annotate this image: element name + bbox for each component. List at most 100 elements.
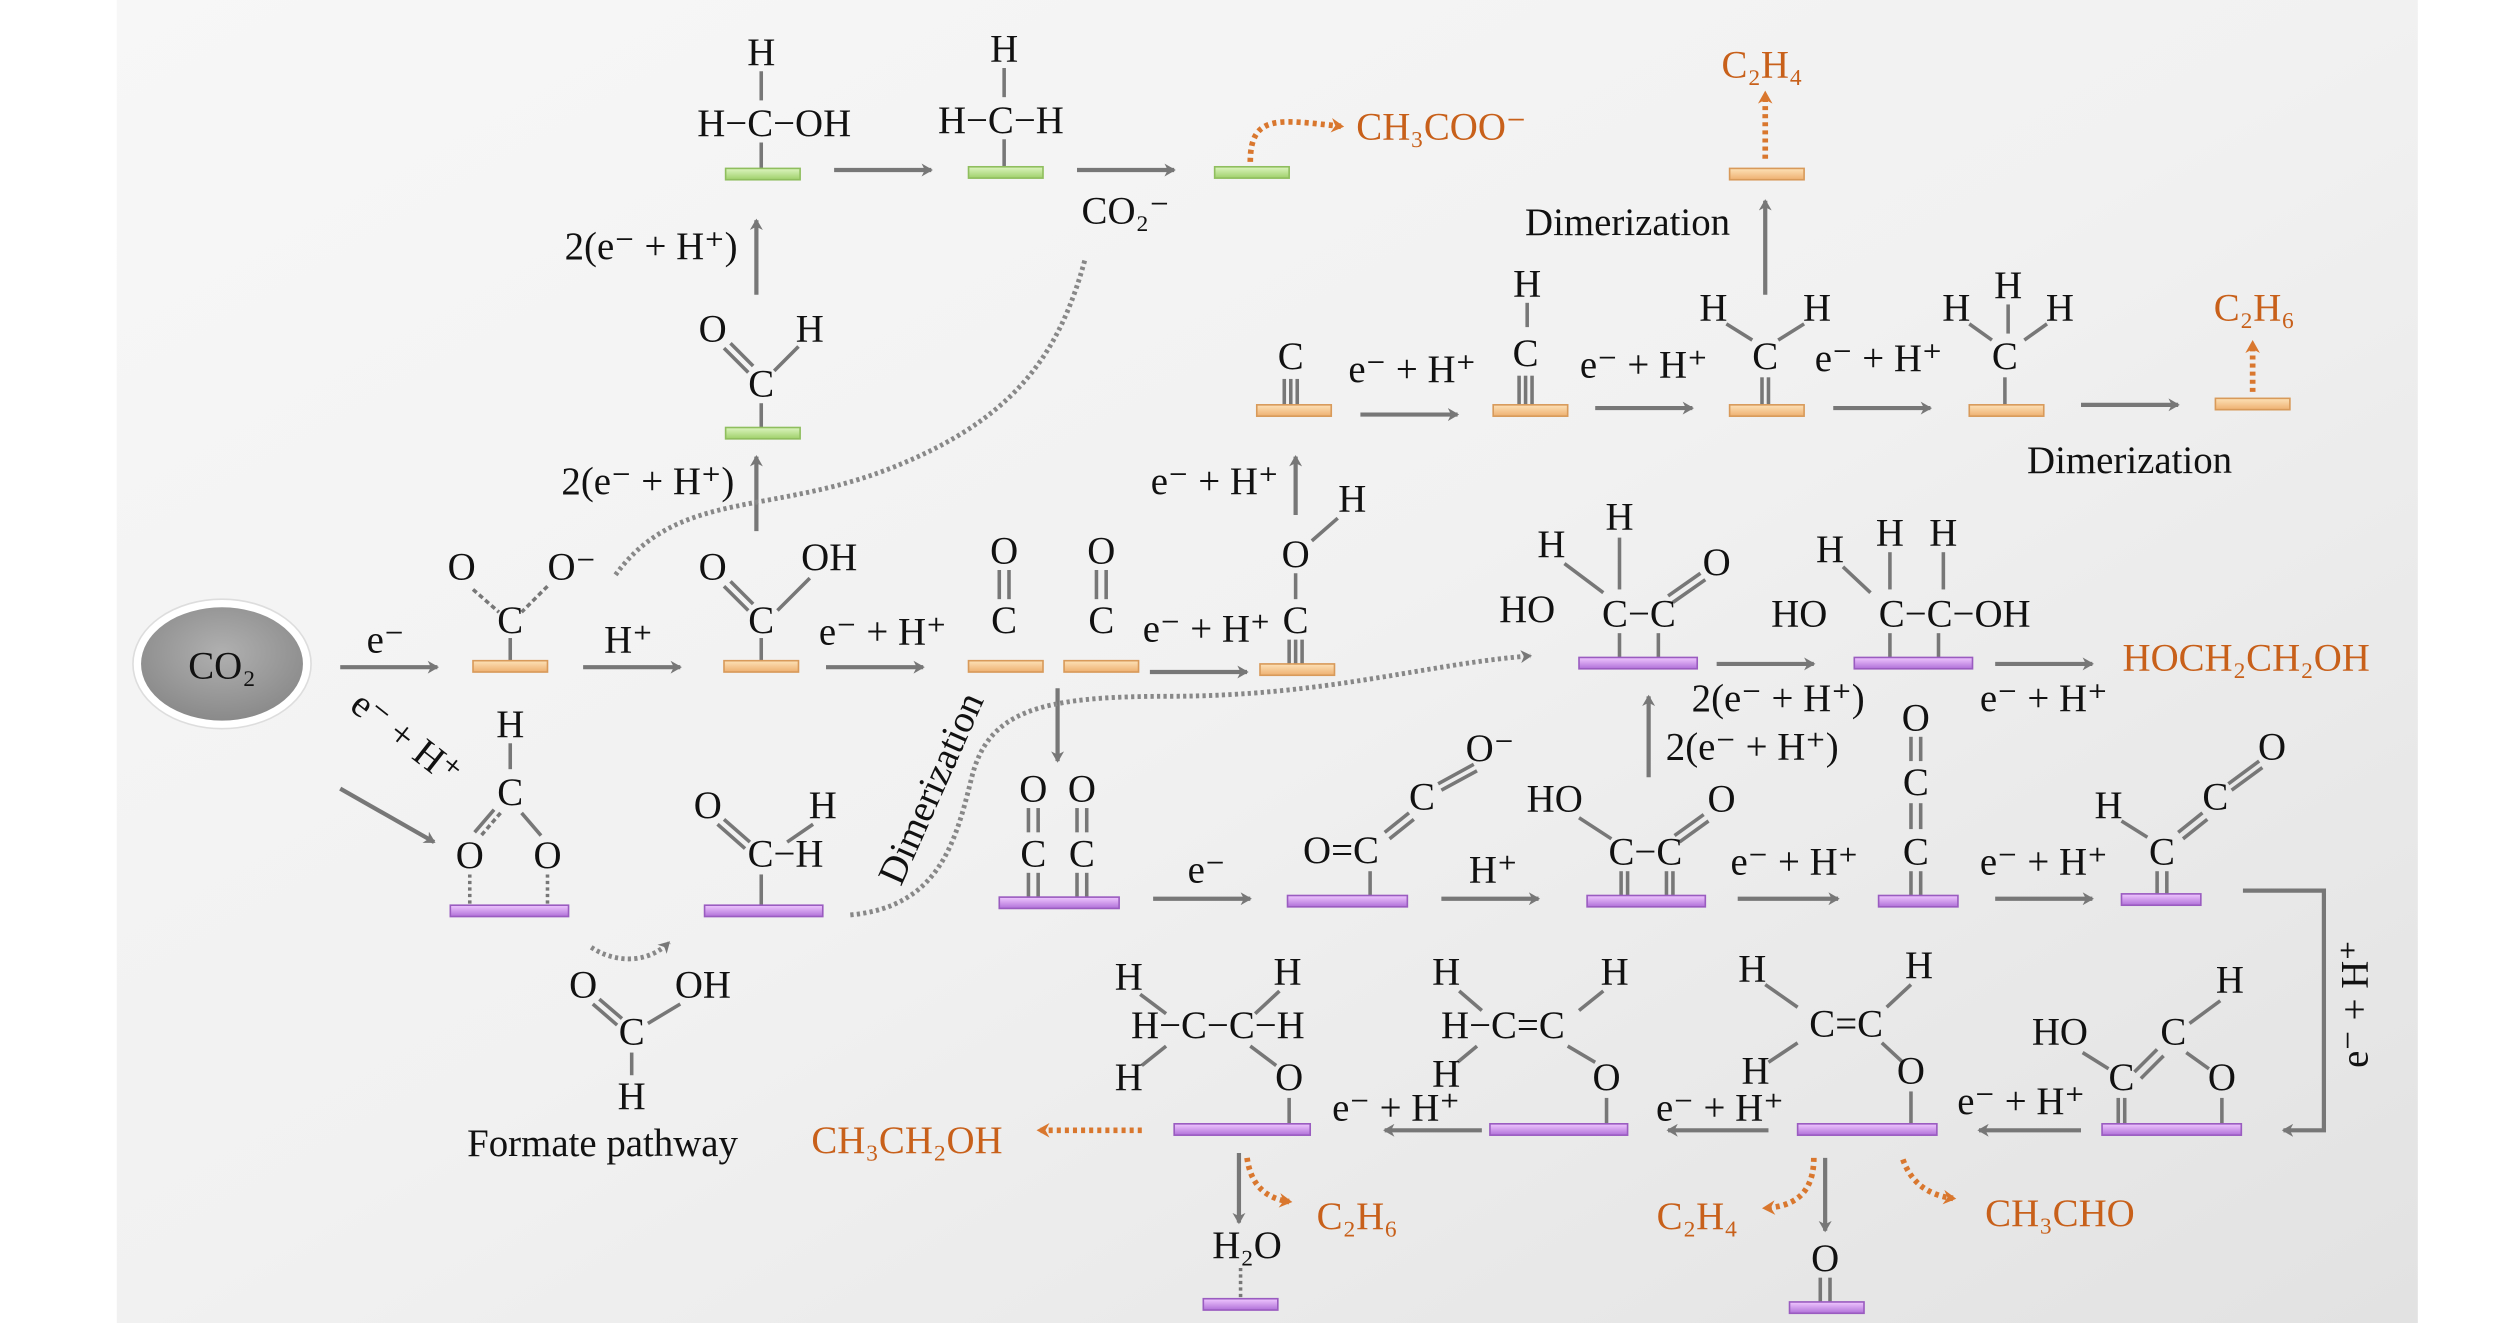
atom-h: H xyxy=(618,1075,646,1118)
atom-c: C xyxy=(1088,599,1114,642)
step-label: 2(e⁻ + H⁺) xyxy=(561,460,734,503)
atom-o: O xyxy=(2258,725,2286,768)
water-molecule: H₂O xyxy=(1212,1224,1282,1267)
product-c2h4: C₂H₄ xyxy=(1657,1195,1738,1238)
atom-o: O xyxy=(1707,777,1735,820)
atom-group: C−C xyxy=(1602,593,1676,636)
atom-ho: HO xyxy=(1771,593,1827,636)
product-arrow xyxy=(1247,118,1345,162)
purple-surface-site xyxy=(2101,1123,2243,1136)
chcho-intermediate: H H C=C H O xyxy=(1738,944,1938,1136)
step-label: e⁻ + H⁺ xyxy=(1580,343,1708,386)
atom-c: C xyxy=(991,599,1017,642)
atom-group: C−H xyxy=(748,832,824,875)
atom-h: H xyxy=(809,784,837,827)
co2-start-node: CO₂ xyxy=(132,598,312,730)
atom-h: H xyxy=(1942,287,1970,330)
atom-group: H−C−H xyxy=(938,99,1064,142)
product-ethylene-glycol: HOCH₂CH₂OH xyxy=(2123,636,2370,679)
atom-oh: OH xyxy=(801,536,857,579)
elbow-arrow xyxy=(2242,888,2327,1137)
atom-o-minus: O⁻ xyxy=(547,546,596,589)
purple-surface-site xyxy=(703,904,824,918)
ch3cho-adsorbed-intermediate: H H H−C−C−H H O xyxy=(1115,951,1312,1136)
purple-surface-site xyxy=(1796,1123,1938,1136)
dotted-pathway-arrow xyxy=(613,258,1088,577)
step-label: e⁻ + H⁺ xyxy=(1656,1087,1784,1130)
orange-surface-site xyxy=(1728,167,1805,181)
step-label: e⁻ + H⁺ xyxy=(1957,1080,2085,1123)
hoch-cho-intermediate: H H O HO C−C xyxy=(1499,496,1731,670)
product-arrow xyxy=(1761,1157,1817,1215)
green-surface-site xyxy=(1213,165,1290,179)
step-label: e⁻ + H⁺ xyxy=(1980,840,2108,883)
atom-o: O xyxy=(1592,1056,1620,1099)
dimerization-label: Dimerization xyxy=(2027,439,2232,482)
purple-surface-site xyxy=(1578,656,1699,670)
atom-o: O xyxy=(1282,533,1310,576)
formic-acid-molecule: O OH C H xyxy=(569,964,731,1119)
atom-h: H xyxy=(1115,955,1143,998)
purple-surface-site xyxy=(1877,894,1959,908)
atom-c: C xyxy=(748,363,774,406)
atom-o: O xyxy=(2208,1056,2236,1099)
atom-c: C xyxy=(1513,332,1539,375)
atom-c: C xyxy=(2202,776,2228,819)
atom-c: C xyxy=(1069,832,1095,875)
orange-surface-site xyxy=(1968,404,2045,417)
atom-h: H xyxy=(1929,512,1957,555)
glycol-intermediate: H H H HO C−C−OH xyxy=(1771,512,2031,670)
atom-c: C xyxy=(2160,1010,2186,1053)
product-c2h6: C₂H₆ xyxy=(1317,1195,1398,1238)
atom-h: H xyxy=(1803,287,1831,330)
atom-group: C−C xyxy=(1609,831,1683,874)
atom-h: H xyxy=(1115,1056,1143,1099)
purple-surface-site xyxy=(1853,656,1974,670)
atom-o: O xyxy=(1087,530,1115,573)
purple-surface-site xyxy=(2120,893,2202,907)
step-label: 2(e⁻ + H⁺) xyxy=(1692,677,1865,720)
atom-ho: HO xyxy=(1527,777,1583,820)
atom-c: C xyxy=(1020,832,1046,875)
atom-h: H xyxy=(2094,784,2122,827)
cho-intermediate: O H C xyxy=(699,308,824,440)
atom-c: C xyxy=(1409,776,1435,819)
atom-h: H xyxy=(796,308,824,351)
orange-surface-site xyxy=(2214,397,2291,411)
orange-surface-site xyxy=(472,659,549,673)
atom-h: H xyxy=(990,28,1018,71)
ch2oh-intermediate: H H−C−OH xyxy=(697,31,851,181)
atom-h: H xyxy=(1816,528,1844,571)
ohcch-ring-intermediate: H HO C C O xyxy=(2032,959,2244,1136)
atom-group: H−C−OH xyxy=(697,102,851,145)
atom-o: O xyxy=(990,530,1018,573)
atom-group: H−C=C xyxy=(1441,1004,1565,1047)
step-label: 2(e⁻ + H⁺) xyxy=(565,225,738,268)
atom-ho: HO xyxy=(2032,1010,2088,1053)
atom-o-minus: O⁻ xyxy=(1466,727,1515,770)
green-surface-site xyxy=(724,167,801,181)
product-acetaldehyde: CH₃CHO xyxy=(1985,1192,2135,1235)
orange-surface-site xyxy=(1492,404,1569,417)
atom-h: H xyxy=(1699,287,1727,330)
step-label: e⁻ + H⁺ xyxy=(1332,1087,1460,1130)
occo-dimer-intermediate: O O C C xyxy=(998,768,1120,910)
atom-oh: OH xyxy=(675,964,731,1007)
c-intermediate: C xyxy=(1255,335,1333,417)
dimerization-label: Dimerization xyxy=(1525,201,1730,244)
co-intermediate-2: O C xyxy=(1063,530,1140,673)
purple-surface-site xyxy=(1586,894,1707,908)
purple-surface-site xyxy=(449,904,570,918)
atom-c: C xyxy=(497,599,523,642)
atom-h: H xyxy=(1513,262,1541,305)
atom-h: H xyxy=(1605,496,1633,539)
cooh-minus-intermediate: O O⁻ C xyxy=(448,546,596,673)
orange-surface-site xyxy=(1255,404,1333,417)
step-label: e⁻ + H⁺ xyxy=(1348,348,1476,391)
formate-pathway-label: Formate pathway xyxy=(467,1122,738,1165)
ch3-intermediate: H H−C−H xyxy=(938,28,1064,179)
atom-ho: HO xyxy=(1499,588,1555,631)
atom-o: O xyxy=(533,834,561,877)
atom-h: H xyxy=(1876,512,1904,555)
